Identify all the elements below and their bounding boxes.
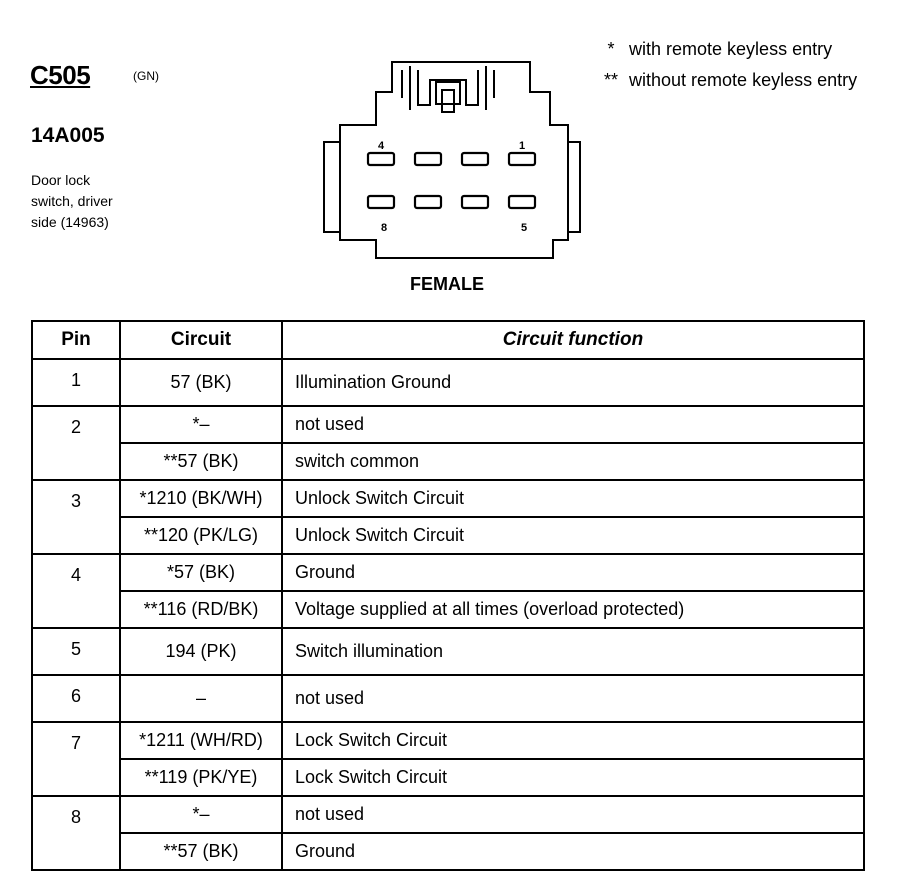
table-row: **119 (PK/YE)Lock Switch Circuit xyxy=(32,758,865,797)
function-cell: Unlock Switch Circuit xyxy=(281,479,865,518)
cavity-label-5: 5 xyxy=(521,222,527,234)
circuit-cell: *1211 (WH/RD) xyxy=(119,721,283,760)
pin-cell: 8 xyxy=(31,795,121,871)
description-line: Door lock xyxy=(31,172,91,188)
column-header-function: Circuit function xyxy=(281,320,865,360)
table-row: **57 (BK)Ground xyxy=(32,832,865,871)
table-row: **120 (PK/LG)Unlock Switch Circuit xyxy=(32,516,865,555)
note-mark: * xyxy=(607,39,615,59)
circuit-cell: *– xyxy=(119,795,283,834)
cavity-2 xyxy=(460,151,490,167)
table-row: 8*–not used xyxy=(31,795,865,871)
table-row: 4*57 (BK)Ground xyxy=(31,553,865,629)
table-row: 6–not used xyxy=(31,674,865,723)
circuit-cell: **57 (BK) xyxy=(119,832,283,871)
circuit-cell: 194 (PK) xyxy=(119,627,283,676)
cavity-8 xyxy=(366,194,396,210)
function-cell: Voltage supplied at all times (overload … xyxy=(281,590,865,629)
circuit-cell: **119 (PK/YE) xyxy=(119,758,283,797)
cavity-label-8: 8 xyxy=(381,222,387,234)
legend-notes: * with remote keyless entry ** without r… xyxy=(598,34,857,96)
circuit-cell: *1210 (BK/WH) xyxy=(119,479,283,518)
pin-cell: 2 xyxy=(31,405,121,481)
cavity-label-4: 4 xyxy=(378,140,385,152)
circuit-cell: – xyxy=(119,674,283,723)
function-cell: Switch illumination xyxy=(281,627,865,676)
cavity-7 xyxy=(413,194,443,210)
pin-cell: 6 xyxy=(31,674,121,723)
description-line: switch, driver xyxy=(31,193,113,209)
pin-cell: 5 xyxy=(31,627,121,676)
part-number: 14A005 xyxy=(31,124,105,147)
connector-description: Door lock switch, driver side (14963) xyxy=(31,170,151,233)
pin-cell: 4 xyxy=(31,553,121,629)
circuit-cell: **57 (BK) xyxy=(119,442,283,481)
function-cell: Ground xyxy=(281,832,865,871)
table-row: 7*1211 (WH/RD)Lock Switch Circuit xyxy=(31,721,865,797)
cavity-4 xyxy=(366,151,396,167)
circuit-cell: *– xyxy=(119,405,283,444)
connector-view-label: FEMALE xyxy=(410,274,484,294)
column-header-pin: Pin xyxy=(31,320,121,360)
description-line: side (14963) xyxy=(31,214,109,230)
note-mark: ** xyxy=(603,70,618,90)
table-row: 2*–not used xyxy=(31,405,865,481)
table-row: 3*1210 (BK/WH)Unlock Switch Circuit xyxy=(31,479,865,555)
note-item: ** without remote keyless entry xyxy=(598,65,857,96)
cavity-3 xyxy=(413,151,443,167)
function-cell: not used xyxy=(281,405,865,444)
function-cell: Illumination Ground xyxy=(281,358,865,407)
connector-face-diagram: 4 1 8 5 xyxy=(323,61,581,259)
function-cell: Lock Switch Circuit xyxy=(281,721,865,760)
function-cell: not used xyxy=(281,795,865,834)
pin-cavities xyxy=(366,151,537,210)
note-item: * with remote keyless entry xyxy=(598,34,857,65)
cavity-1 xyxy=(507,151,537,167)
circuit-cell: *57 (BK) xyxy=(119,553,283,592)
table-row: **116 (RD/BK)Voltage supplied at all tim… xyxy=(32,590,865,629)
pin-cell: 7 xyxy=(31,721,121,797)
pin-cell: 1 xyxy=(31,358,121,407)
cavity-6 xyxy=(460,194,490,210)
note-text: without remote keyless entry xyxy=(629,70,858,90)
circuit-cell: **120 (PK/LG) xyxy=(119,516,283,555)
function-cell: Ground xyxy=(281,553,865,592)
cavity-label-1: 1 xyxy=(519,140,525,152)
table-row: **57 (BK)switch common xyxy=(32,442,865,481)
circuit-cell: 57 (BK) xyxy=(119,358,283,407)
function-cell: Unlock Switch Circuit xyxy=(281,516,865,555)
function-cell: switch common xyxy=(281,442,865,481)
column-header-circuit: Circuit xyxy=(119,320,283,360)
note-text: with remote keyless entry xyxy=(629,39,833,59)
function-cell: not used xyxy=(281,674,865,723)
connector-color-code: (GN) xyxy=(133,69,159,83)
table-header-row: Pin Circuit Circuit function xyxy=(31,320,865,360)
cavity-5 xyxy=(507,194,537,210)
pin-cell: 3 xyxy=(31,479,121,555)
connector-id: C505 xyxy=(30,60,91,90)
circuit-cell: **116 (RD/BK) xyxy=(119,590,283,629)
function-cell: Lock Switch Circuit xyxy=(281,758,865,797)
